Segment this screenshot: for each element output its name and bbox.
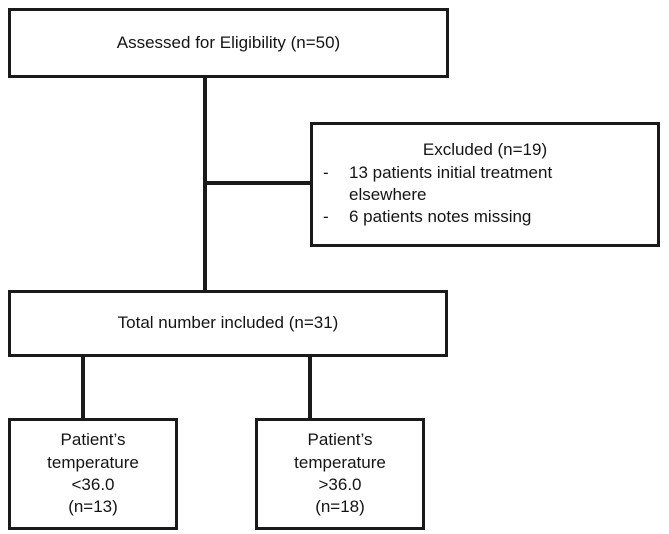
node-patient-temperature-low: Patient’s temperature <36.0 (n=13) (8, 418, 178, 530)
node-temp-high-line-4: (n=18) (315, 497, 365, 517)
node-temp-low-line-1: Patient’s (60, 430, 126, 450)
node-temp-low-line-4: (n=13) (68, 497, 118, 517)
node-temp-high-line-3: >36.0 (318, 475, 362, 494)
node-temp-high-line-2: temperature (294, 452, 386, 472)
connector-total-to-temp-low (81, 355, 85, 420)
node-excluded-title: Excluded (n=19) (422, 139, 548, 159)
node-total-label: Total number included (n=31) (117, 313, 339, 333)
bullet-dash: - (323, 162, 329, 182)
node-temp-high-line-1: Patient’s (307, 430, 373, 450)
node-excluded-item: - 13 patients initial treatment (321, 162, 649, 184)
node-excluded: Excluded (n=19) - 13 patients initial tr… (310, 122, 660, 247)
node-excluded-item-text: 6 patients notes missing (349, 206, 532, 226)
node-excluded-item-text: 13 patients initial treatment (349, 162, 553, 182)
connector-total-to-temp-high (308, 355, 312, 420)
node-assessed-label: Assessed for Eligibility (n=50) (116, 32, 341, 52)
node-temp-low-line-3: <36.0 (71, 475, 115, 494)
node-excluded-item: elsewhere (321, 184, 649, 206)
bullet-dash: - (323, 206, 329, 226)
node-total-number-included: Total number included (n=31) (8, 290, 448, 357)
node-excluded-item: - 6 patients notes missing (321, 206, 649, 228)
node-assessed-for-eligibility: Assessed for Eligibility (n=50) (8, 8, 449, 78)
node-excluded-item-text: elsewhere (349, 184, 427, 204)
node-patient-temperature-high: Patient’s temperature >36.0 (n=18) (255, 418, 425, 530)
connector-to-excluded (203, 181, 312, 185)
node-temp-low-line-2: temperature (47, 452, 139, 472)
